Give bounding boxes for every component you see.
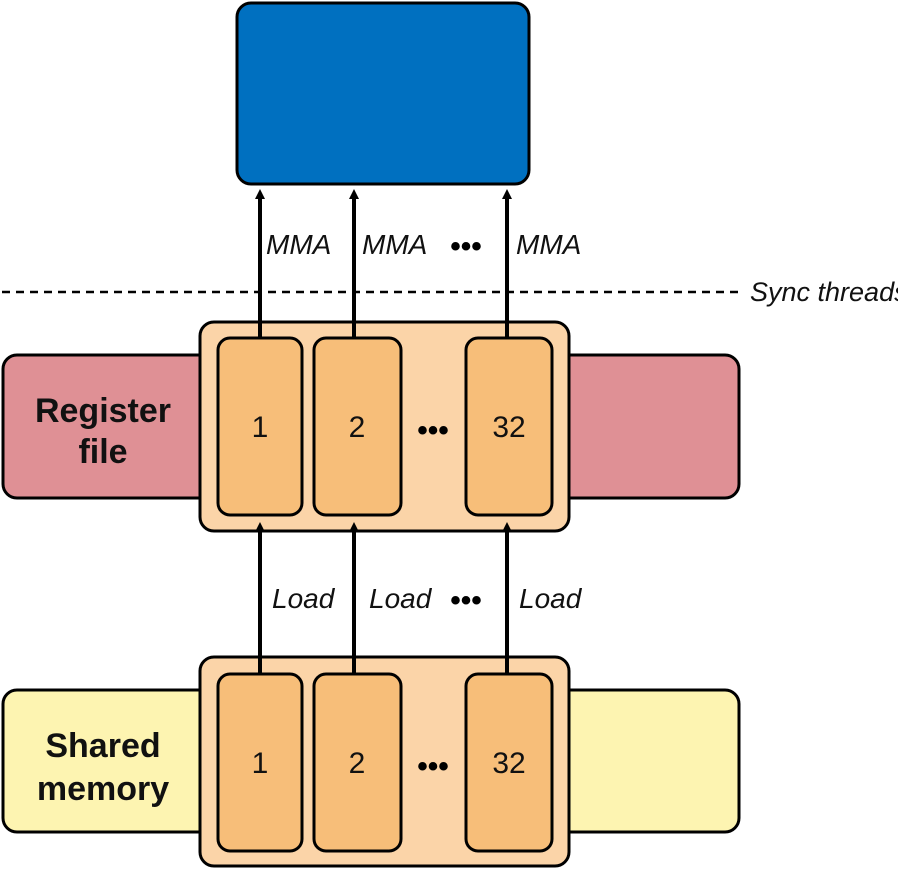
load-label: Load xyxy=(272,583,336,614)
shared-thread-cell: 32 xyxy=(464,672,554,853)
shared-thread-number: 1 xyxy=(252,747,269,780)
load-ellipsis: ••• xyxy=(450,584,482,617)
register-thread-cell: 2 xyxy=(312,336,403,517)
load-label: Load xyxy=(519,583,583,614)
mma-label: MMA xyxy=(516,229,581,260)
mma-label: MMA xyxy=(266,229,331,260)
shared-ellipsis: ••• xyxy=(417,750,449,783)
shared-memory-label-line2: memory xyxy=(37,770,169,808)
register-thread-number: 32 xyxy=(492,411,525,444)
register-file-label-line1: Register xyxy=(35,392,171,430)
output-block xyxy=(235,1,531,186)
shared-memory-label-line1: Shared xyxy=(45,727,160,765)
register-ellipsis: ••• xyxy=(417,414,449,447)
shared-thread-number: 32 xyxy=(492,747,525,780)
shared-thread-cell: 2 xyxy=(312,672,403,853)
mma-ellipsis: ••• xyxy=(450,230,482,263)
register-file-label-line2: file xyxy=(78,433,127,471)
register-thread-cell: 1 xyxy=(216,336,304,517)
register-thread-number: 2 xyxy=(349,411,366,444)
register-thread-cell: 32 xyxy=(464,336,554,517)
shared-thread-number: 2 xyxy=(349,747,366,780)
mma-label: MMA xyxy=(362,229,427,260)
shared-thread-cell: 1 xyxy=(216,672,304,853)
load-label: Load xyxy=(369,583,433,614)
register-thread-number: 1 xyxy=(252,411,269,444)
sync-threads-label: Sync threads xyxy=(750,277,898,307)
